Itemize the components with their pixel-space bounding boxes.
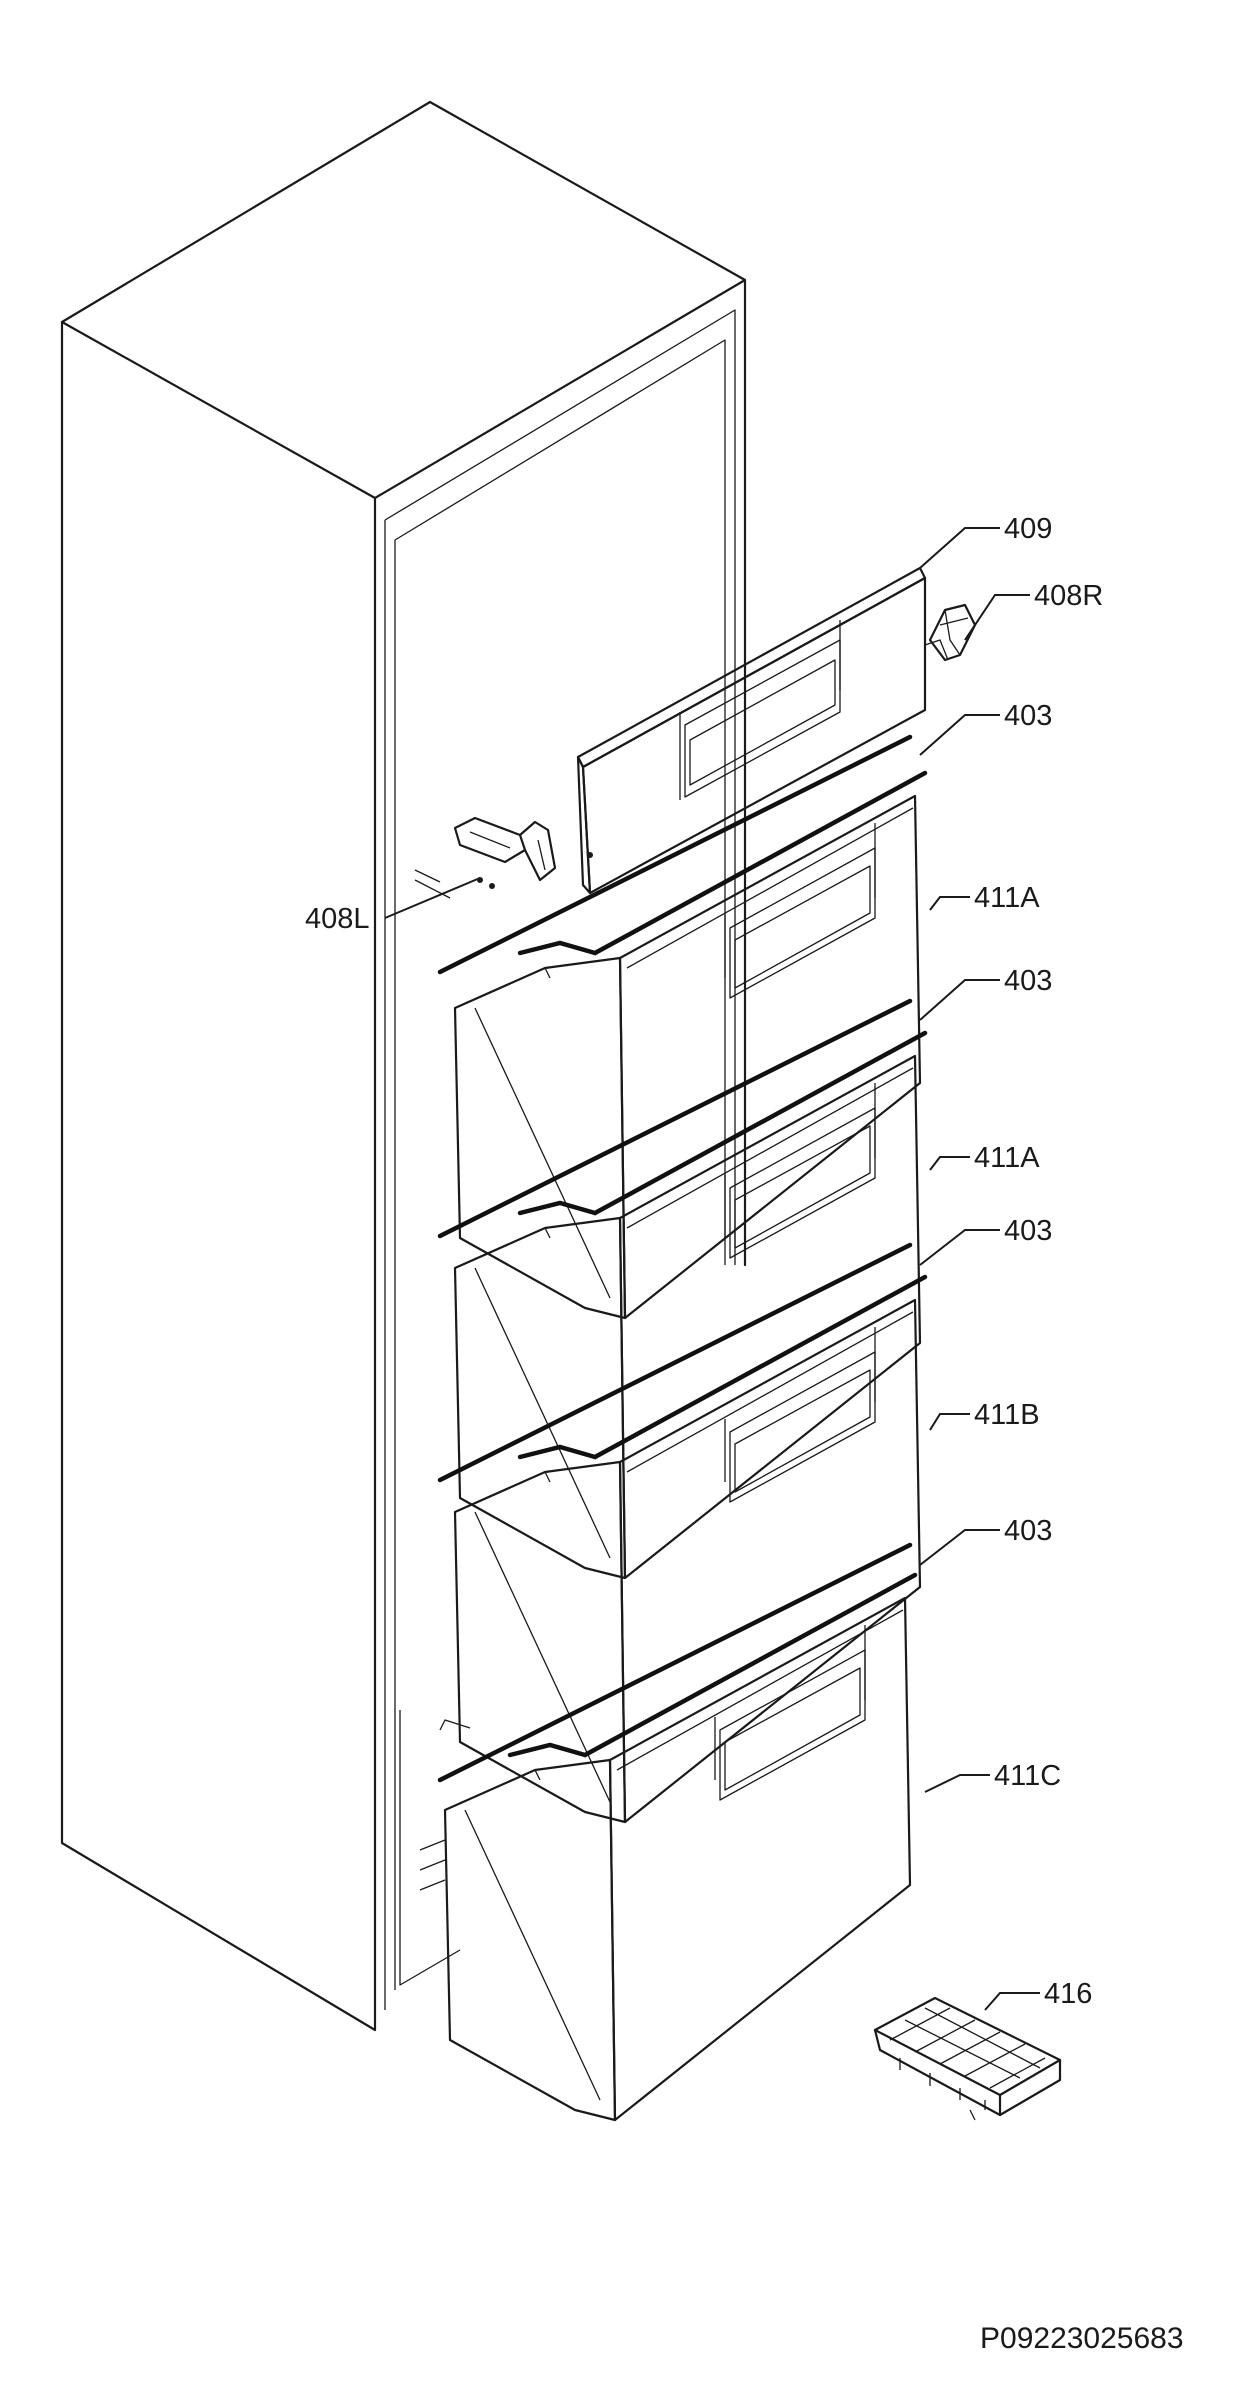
label-408r: 408R <box>1034 580 1103 612</box>
label-411b: 411B <box>974 1399 1040 1431</box>
part-labels: 409 408R 403 408L 411A 403 411A 403 411B… <box>305 513 1103 2010</box>
ice-tray-416 <box>873 1996 1062 2121</box>
hinge-408l <box>414 816 557 899</box>
leader-lines <box>384 527 1040 2011</box>
label-416: 416 <box>1044 1978 1092 2010</box>
label-403-1: 403 <box>1004 700 1052 732</box>
label-403-3: 403 <box>1004 1215 1052 1247</box>
label-403-2: 403 <box>1004 965 1052 997</box>
label-409: 409 <box>1004 513 1052 545</box>
label-411a-1: 411A <box>974 882 1040 914</box>
document-code: P09223025683 <box>980 2322 1184 2355</box>
label-408l: 408L <box>305 903 370 935</box>
shelf-409 <box>576 566 927 895</box>
drawer-411b <box>455 1277 925 1822</box>
label-403-4: 403 <box>1004 1515 1052 1547</box>
cabinet <box>60 100 747 2032</box>
seal-403-1 <box>440 737 910 972</box>
drawer-411a-2 <box>455 1033 925 1578</box>
seal-403-4 <box>440 1545 910 1780</box>
label-411c: 411C <box>994 1760 1061 1792</box>
hinge-408r <box>924 603 977 662</box>
label-411a-2: 411A <box>974 1142 1040 1174</box>
drawer-411c <box>439 1575 915 2120</box>
